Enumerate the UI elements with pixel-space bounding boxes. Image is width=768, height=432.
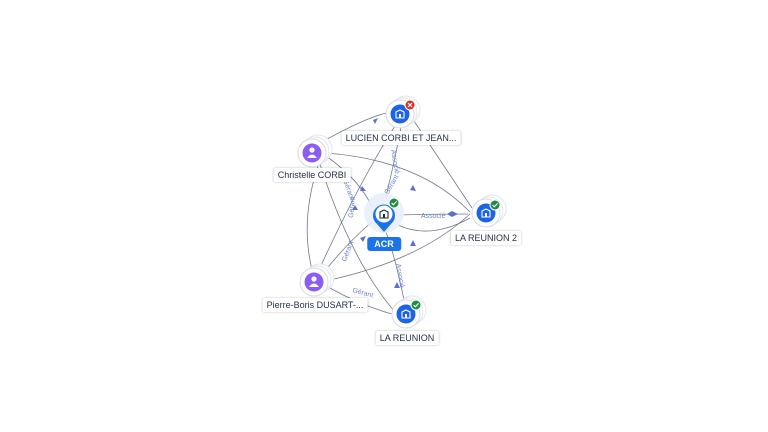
person-icon xyxy=(302,143,322,163)
edge-label-christelle-pierre: Gérant xyxy=(348,196,357,218)
node-label-christelle[interactable]: Christelle CORBI xyxy=(273,168,351,182)
edge-acr-reunion2-b xyxy=(397,217,471,232)
edge-label-lucien-acr: Associé xyxy=(389,149,400,174)
node-christelle[interactable] xyxy=(297,134,333,168)
check-badge-icon xyxy=(489,199,501,211)
company-icon xyxy=(379,209,389,219)
check-badge-icon xyxy=(410,299,422,311)
edge-label-acr-reunion2: Associé xyxy=(421,213,446,220)
person-icon xyxy=(304,272,324,292)
node-lucien[interactable] xyxy=(385,95,421,129)
node-label-reunion[interactable]: LA REUNION xyxy=(375,331,439,345)
company-icon xyxy=(396,304,416,324)
node-reunion[interactable] xyxy=(391,295,427,329)
edge-labels: Associé Associé Associé Gérant Gérant Gé… xyxy=(341,149,445,299)
edge-lucien-acr xyxy=(385,121,403,197)
edge-label-reunion-acr: Associé xyxy=(394,263,405,288)
edge-label-pierre-acr: Gérant xyxy=(341,240,355,263)
edge-label-christelle-lucien: Gérant xyxy=(384,174,401,196)
closed-badge-icon xyxy=(404,99,416,111)
node-label-pierre[interactable]: Pierre-Boris DUSART-... xyxy=(262,298,368,312)
check-badge-icon xyxy=(388,197,400,209)
edge-lucien-reunion2 xyxy=(411,117,473,209)
node-acr[interactable] xyxy=(364,193,404,233)
edge-acr-reunion2 xyxy=(399,213,469,216)
node-label-acr[interactable]: ACR xyxy=(367,237,401,251)
node-pierre[interactable] xyxy=(299,263,335,297)
edge-christelle-reunion2 xyxy=(325,152,471,213)
company-icon xyxy=(390,104,410,124)
edge-pierre-acr xyxy=(323,221,373,273)
node-label-reunion2[interactable]: LA REUNION 2 xyxy=(450,231,522,245)
node-reunion2[interactable] xyxy=(471,194,507,228)
node-label-lucien[interactable]: LUCIEN CORBI ET JEAN... xyxy=(341,131,461,145)
